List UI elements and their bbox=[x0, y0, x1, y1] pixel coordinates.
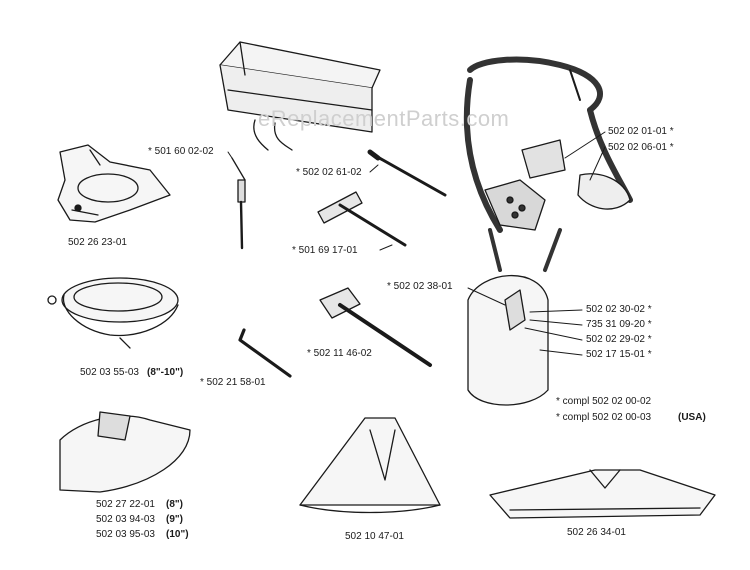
part-size: (9") bbox=[166, 514, 183, 525]
part-label: 502 03 95-03 bbox=[96, 529, 155, 540]
part-label: 735 31 09-20 * bbox=[586, 319, 652, 330]
part-label: * 502 02 38-01 bbox=[387, 281, 453, 292]
pin-drawing bbox=[231, 157, 246, 250]
part-size: (10") bbox=[166, 529, 189, 540]
part-label: * 502 02 61-02 bbox=[296, 167, 362, 178]
hex-key-drawing bbox=[238, 328, 292, 378]
leader-lines bbox=[227, 131, 606, 356]
part-label: 502 26 34-01 bbox=[567, 527, 626, 538]
part-size: (8") bbox=[166, 499, 183, 510]
part-label: * 501 69 17-01 bbox=[292, 245, 358, 256]
cone-guard-drawing bbox=[299, 417, 441, 514]
part-label: 502 03 55-03 bbox=[80, 367, 139, 378]
part-label: 502 10 47-01 bbox=[345, 531, 404, 542]
note-suffix: (USA) bbox=[678, 412, 706, 423]
part-label: 502 26 23-01 bbox=[68, 237, 127, 248]
part-label: * 502 21 58-01 bbox=[200, 377, 266, 388]
part-label: 502 02 01-01 * bbox=[608, 126, 674, 137]
harness-drawing bbox=[463, 56, 633, 272]
hip-pad-drawing bbox=[467, 274, 549, 406]
part-label: * 501 60 02-02 bbox=[148, 146, 214, 157]
t-wrench-drawing bbox=[317, 191, 407, 247]
part-label: 502 27 22-01 bbox=[96, 499, 155, 510]
part-label: 502 02 30-02 * bbox=[586, 304, 652, 315]
large-guard-drawing bbox=[59, 411, 191, 493]
part-size: (8"-10") bbox=[147, 367, 184, 378]
note-compl: * compl 502 02 00-03 bbox=[556, 412, 652, 423]
blade-guard-drawing bbox=[489, 469, 716, 519]
tool-bag-drawing bbox=[219, 41, 381, 151]
part-label: 502 02 06-01 * bbox=[608, 142, 674, 153]
part-label: 502 03 94-03 bbox=[96, 514, 155, 525]
part-label: 502 02 29-02 * bbox=[586, 334, 652, 345]
part-label: 502 17 15-01 * bbox=[586, 349, 652, 360]
plug-wrench-drawing bbox=[319, 287, 432, 367]
watermark: eReplacementParts.com bbox=[258, 106, 510, 131]
line-guard-drawing bbox=[47, 277, 179, 349]
rod-drawing bbox=[367, 149, 447, 197]
note-compl: * compl 502 02 00-02 bbox=[556, 396, 652, 407]
part-label: * 502 11 46-02 bbox=[307, 348, 372, 359]
trimmer-head-drawing bbox=[57, 144, 171, 223]
